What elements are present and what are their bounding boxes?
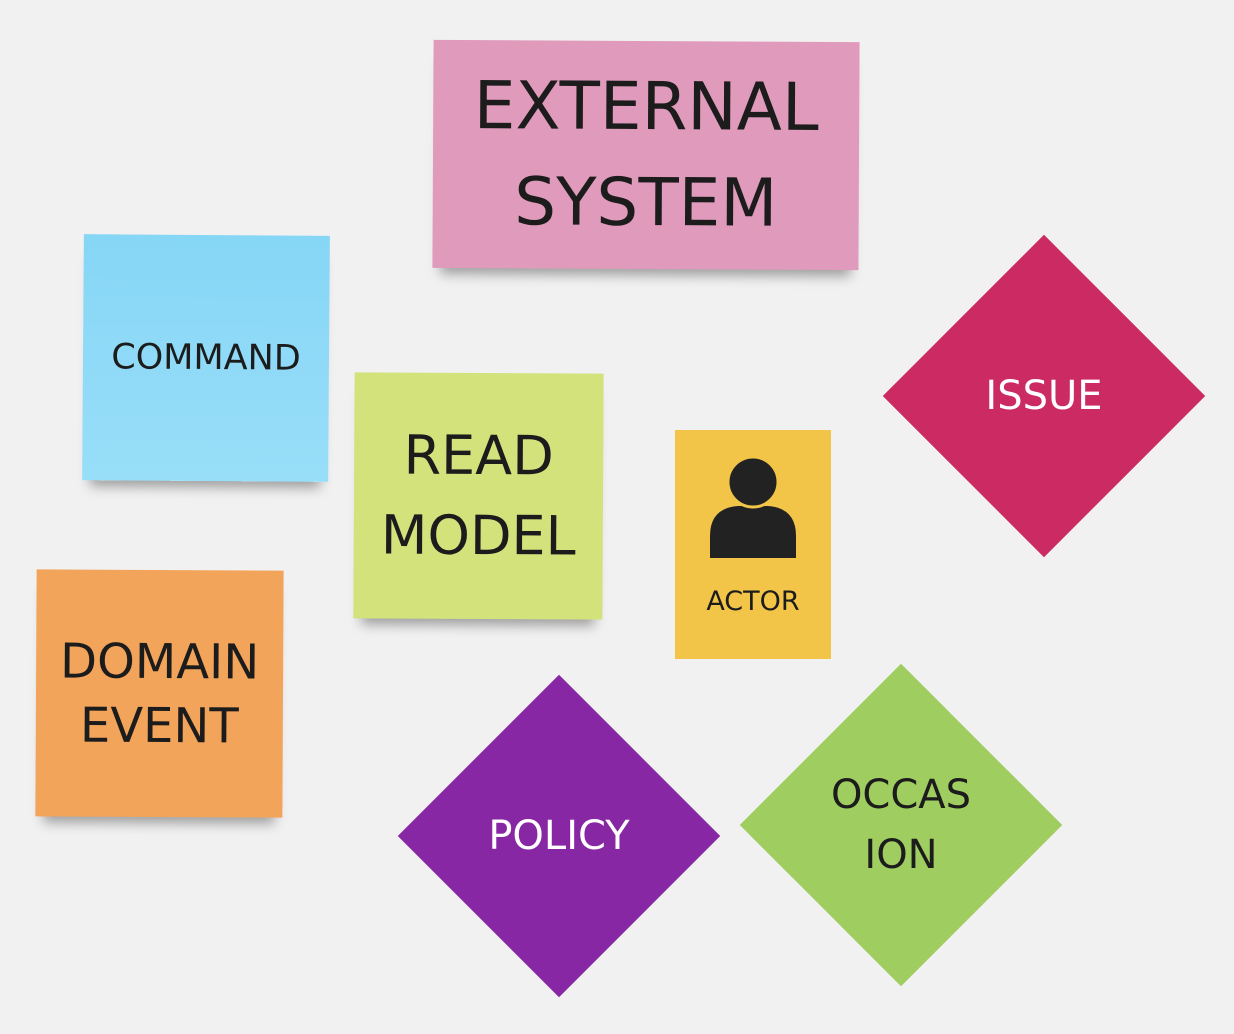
occasion-line-2: ION [864,832,938,878]
external-system-line-2: SYSTEM [514,163,778,242]
read-model-note[interactable]: READ MODEL [353,372,604,620]
command-note[interactable]: COMMAND [82,234,330,482]
issue-label-text: ISSUE [985,373,1103,419]
domain-event-note[interactable]: DOMAIN EVENT [35,569,284,818]
actor-note[interactable]: ACTOR [675,430,831,659]
policy-label: POLICY [399,676,719,996]
policy-label-text: POLICY [488,813,630,859]
issue-label: ISSUE [884,236,1204,556]
domain-event-line-1: DOMAIN [59,632,260,691]
read-model-line-2: MODEL [380,503,576,568]
domain-event-line-2: EVENT [79,697,239,754]
person-icon [710,456,796,558]
occasion-line-1: OCCAS [830,772,972,818]
actor-label: ACTOR [706,586,800,617]
occasion-label: OCCAS ION [741,665,1061,985]
external-system-line-1: EXTERNAL [473,67,819,146]
external-system-note[interactable]: EXTERNAL SYSTEM [432,39,860,271]
command-label: COMMAND [111,337,301,379]
read-model-line-1: READ [403,423,554,488]
